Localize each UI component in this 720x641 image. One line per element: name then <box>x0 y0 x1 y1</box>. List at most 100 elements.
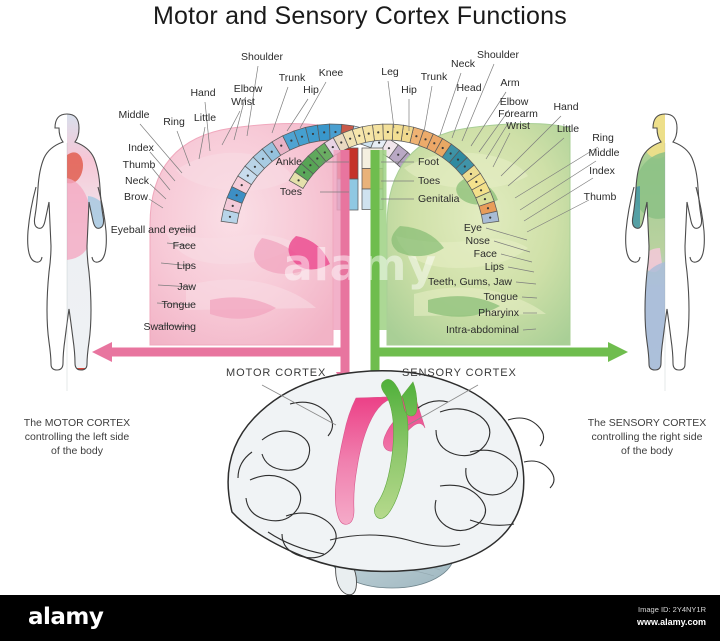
segment-dot <box>378 141 381 144</box>
motor-label-swallowing: Swallowing <box>143 321 196 333</box>
sensory-label-trunk: Trunk <box>420 71 448 83</box>
segment-dot <box>456 158 460 161</box>
motor-caption-line-1: The MOTOR CORTEX <box>23 417 131 429</box>
segment-dot <box>349 137 352 140</box>
segment-dot <box>397 153 400 156</box>
sensory-caption-line-1: The SENSORY CORTEX <box>587 417 707 429</box>
segment-dot <box>270 150 273 153</box>
segment-dot <box>415 135 418 138</box>
segment-dot <box>340 141 343 144</box>
segment-dot <box>486 207 490 210</box>
sensory-label-face: Face <box>473 248 497 260</box>
motor-label-neck: Neck <box>125 175 149 187</box>
motor-label-brow: Brow <box>124 191 148 203</box>
segment-dot <box>334 130 337 134</box>
sensory-label-teeth-gums-jaw: Teeth, Gums, Jaw <box>427 276 512 288</box>
sensory-label-thumb: Thumb <box>583 191 617 203</box>
sensory-label-eye: Eye <box>463 222 482 234</box>
footer-meta: Image ID: 2Y4NY1R www.alamy.com <box>637 604 706 630</box>
segment-dot <box>246 174 249 177</box>
sensory-label-shoulder: Shoulder <box>476 49 520 61</box>
segment-dot <box>449 152 452 155</box>
segment-dot <box>483 198 487 201</box>
sensory-body-figure <box>625 113 705 391</box>
sensory-label-toes: Toes <box>418 175 441 187</box>
sensory-caption: The SENSORY CORTEX controlling the right… <box>572 417 720 459</box>
sensory-label-hip: Hip <box>401 84 417 96</box>
segment-dot <box>475 180 478 183</box>
sensory-label-middle: Middle <box>588 147 620 159</box>
segment-dot <box>433 142 436 145</box>
segment-dot <box>441 146 444 150</box>
sensory-label-intra-abdominal: Intra-abdominal <box>446 324 519 336</box>
segment-dot <box>331 145 334 149</box>
segment-dot <box>387 147 391 150</box>
alamy-url-text: www.alamy.com <box>636 617 706 627</box>
motor-label-toes: Toes <box>279 186 302 198</box>
segment-dot <box>303 171 306 174</box>
motor-label-ankle: Ankle <box>275 156 302 168</box>
motor-label-wrist: Wrist <box>231 96 255 108</box>
motor-label-face: Face <box>172 240 196 252</box>
sensory-label-hand: Hand <box>553 101 579 113</box>
sensory-label-neck: Neck <box>451 58 475 70</box>
segment-dot <box>261 157 265 160</box>
motor-label-trunk: Trunk <box>278 72 306 84</box>
sensory-cortex-name: SENSORY CORTEX <box>402 367 517 379</box>
sensory-label-wrist: Wrist <box>506 120 530 132</box>
segment-dot <box>367 132 370 135</box>
sensory-label-lips: Lips <box>484 261 504 273</box>
sensory-label-nose: Nose <box>465 235 490 247</box>
sensory-label-little: Little <box>556 123 580 135</box>
segment-dot <box>280 144 283 147</box>
motor-label-knee: Knee <box>318 67 344 79</box>
segment-dot <box>253 165 257 168</box>
page-title: Motor and Sensory Cortex Functions <box>153 2 567 30</box>
sensory-label-ring: Ring <box>592 132 614 144</box>
segment-dot <box>297 179 300 182</box>
segment-dot <box>386 130 389 134</box>
motor-label-elbow: Elbow <box>233 83 263 95</box>
sensory-label-forearm: Forearm <box>498 108 538 120</box>
alamy-logo: alamy <box>28 604 104 630</box>
alamy-footer-bar: alamy Image ID: 2Y4NY1R www.alamy.com <box>0 595 720 641</box>
brain-illustration <box>227 370 555 595</box>
segment-dot <box>323 131 326 134</box>
sensory-label-pharyinx: Pharyinx <box>478 307 519 319</box>
motor-caption-line-2: controlling the left side <box>24 430 130 443</box>
segment-dot <box>479 189 483 192</box>
image-id-text: Image ID: 2Y4NY1R <box>638 605 706 614</box>
segment-dot <box>240 184 243 187</box>
segment-dot <box>228 215 232 218</box>
motor-label-hip: Hip <box>303 84 319 96</box>
motor-label-middle: Middle <box>118 109 150 121</box>
segment-dot <box>377 131 380 134</box>
segment-dot <box>489 216 492 219</box>
segment-dot <box>300 135 304 138</box>
sensory-label-leg: Leg <box>381 66 399 78</box>
motor-label-lips: Lips <box>176 260 196 272</box>
segment-dot <box>424 138 427 141</box>
sensory-label-elbow: Elbow <box>499 96 529 108</box>
sensory-label-tongue: Tongue <box>483 291 518 303</box>
segment-dot <box>405 132 409 136</box>
motor-label-eyeball-and-eyeiid: Eyeball and eyeiid <box>110 224 196 236</box>
sensory-label-head: Head <box>456 82 482 94</box>
motor-caption: The MOTOR CORTEX controlling the left si… <box>2 417 152 459</box>
cortex-diagram-svg <box>27 63 705 595</box>
motor-cortex-name: MOTOR CORTEX <box>226 367 327 379</box>
sensory-label-foot: Foot <box>418 156 440 168</box>
segment-dot <box>358 134 361 137</box>
sensory-caption-line-3: of the body <box>621 444 673 457</box>
motor-label-tongue: Tongue <box>161 299 196 311</box>
motor-label-ring: Ring <box>163 116 185 128</box>
motor-label-hand: Hand <box>190 87 216 99</box>
motor-label-little: Little <box>193 112 217 124</box>
motor-label-thumb: Thumb <box>122 159 156 171</box>
segment-dot <box>463 165 466 168</box>
sensory-label-index: Index <box>589 165 615 177</box>
segment-dot <box>396 131 399 134</box>
segment-dot <box>469 172 473 176</box>
sensory-label-arm: Arm <box>500 77 520 89</box>
